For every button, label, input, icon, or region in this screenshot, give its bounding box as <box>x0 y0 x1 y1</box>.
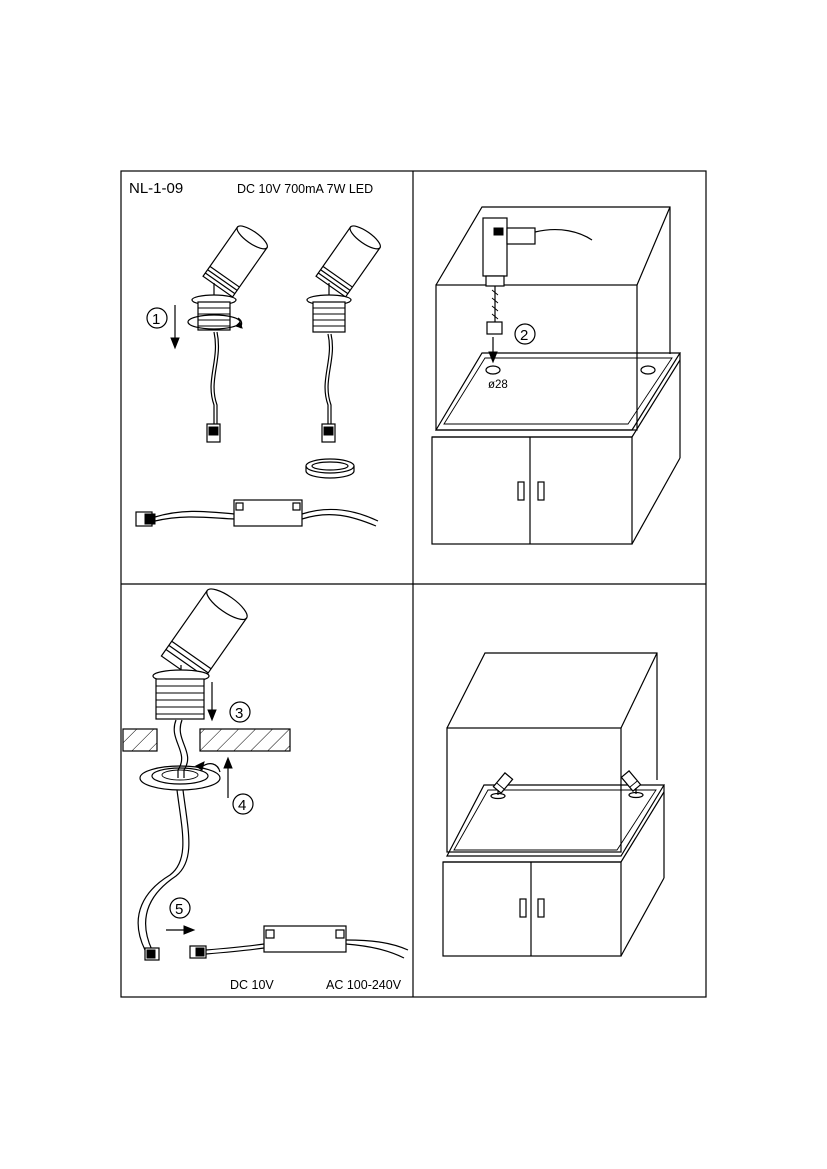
panel-grid <box>120 170 707 998</box>
installed-spotlight-right <box>620 770 644 799</box>
step-3-marker <box>229 701 251 723</box>
cable-harness <box>137 719 190 951</box>
display-cabinet-installed <box>442 652 666 957</box>
spotlight-plain <box>306 225 381 443</box>
model-number: NL-1-09 <box>129 180 183 197</box>
ac-voltage-label: AC 100-240V <box>326 978 402 992</box>
step-2-label: 2 <box>520 327 528 344</box>
installed-spotlight-left <box>490 772 514 800</box>
drill-icon <box>482 217 593 335</box>
panel-drilling: 2 ø28 <box>431 206 682 545</box>
connectors <box>144 945 207 961</box>
step-5-label: 5 <box>175 901 183 918</box>
step-1-marker <box>146 307 168 329</box>
hole-diameter-label: ø28 <box>488 379 508 391</box>
spec-line: DC 10V 700mA 7W LED <box>237 182 373 196</box>
dc-voltage-label: DC 10V <box>230 978 274 992</box>
driver-large <box>205 925 409 959</box>
spotlight-with-ring <box>187 225 268 443</box>
step-3-label: 3 <box>235 705 243 722</box>
step-4-marker <box>232 793 254 815</box>
panel-product-overview: NL-1-09 DC 10V 700mA 7W LED <box>129 180 381 527</box>
spotlight-large <box>152 588 248 720</box>
panel-installed <box>442 652 666 957</box>
step-4-label: 4 <box>238 797 246 814</box>
mounting-ring-large <box>139 761 221 791</box>
step-1-label: 1 <box>152 311 160 328</box>
display-cabinet-drill <box>431 206 682 545</box>
cabinet-panel-section <box>122 728 291 752</box>
panel-insertion-wiring: 3 4 5 <box>122 588 409 992</box>
mounting-ring <box>305 458 355 479</box>
driver-with-cables <box>135 499 379 527</box>
step-5-marker <box>169 897 191 919</box>
step-2-marker <box>514 323 536 345</box>
